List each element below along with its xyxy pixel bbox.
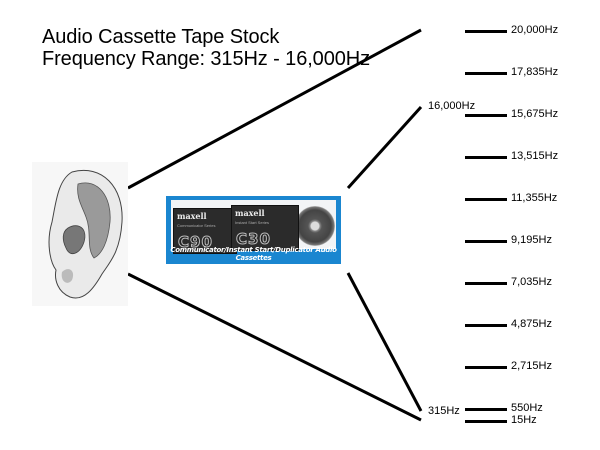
upper-range-label: 16,000Hz xyxy=(428,100,476,112)
c90-cassette-case: maxell Communicator Series C90 xyxy=(173,208,237,254)
cassette-type-label: C30 xyxy=(236,230,271,249)
cassette-to-16000-line xyxy=(346,105,423,190)
scale-tick xyxy=(465,72,507,75)
scale-tick-label: 11,355Hz xyxy=(511,192,558,204)
series-label: Instant Start Series xyxy=(235,220,270,225)
ear-illustration xyxy=(32,162,128,306)
scale-tick-label: 15,675Hz xyxy=(511,108,559,120)
frequency-range-subtitle: Frequency Range: 315Hz - 16,000Hz xyxy=(42,48,370,70)
scale-tick-label: 13,515Hz xyxy=(511,150,559,162)
scale-tick xyxy=(465,198,507,201)
tape-reel-icon xyxy=(295,206,335,246)
scale-tick xyxy=(465,408,507,411)
lower-range-label: 315Hz xyxy=(428,405,460,417)
scale-tick-label: 7,035Hz xyxy=(511,276,552,288)
cassette-type-label: C90 xyxy=(178,233,213,252)
scale-tick-label: 4,875Hz xyxy=(511,318,552,330)
scale-tick xyxy=(465,366,507,369)
cassette-to-315-line xyxy=(346,272,423,412)
scale-tick-label: 20,000Hz xyxy=(511,24,559,36)
diagram-title: Audio Cassette Tape Stock xyxy=(42,26,280,48)
series-label: Communicator Series xyxy=(177,223,216,228)
cassette-product-image: maxell Communicator Series C90 maxell In… xyxy=(166,196,341,264)
brand-logo: maxell xyxy=(235,208,265,218)
scale-tick xyxy=(465,30,507,33)
ear-to-bottom-line xyxy=(127,272,422,422)
scale-tick xyxy=(465,114,507,117)
scale-tick xyxy=(465,156,507,159)
scale-tick-label: 15Hz xyxy=(511,414,537,426)
scale-tick xyxy=(465,324,507,327)
scale-tick xyxy=(465,282,507,285)
cassette-photo-area: maxell Communicator Series C90 maxell In… xyxy=(171,200,336,254)
brand-logo: maxell xyxy=(177,211,207,221)
scale-tick xyxy=(465,420,507,423)
ear-to-top-line xyxy=(127,28,422,190)
scale-tick-label: 17,835Hz xyxy=(511,66,559,78)
scale-tick-label: 550Hz xyxy=(511,402,543,414)
scale-tick-label: 9,195Hz xyxy=(511,234,552,246)
c30-cassette-case: maxell Instant Start Series C30 xyxy=(231,205,299,251)
scale-tick-label: 2,715Hz xyxy=(511,360,552,372)
cassette-caption: Communicator/Instant Start/Duplicator Au… xyxy=(170,246,337,262)
scale-tick xyxy=(465,240,507,243)
